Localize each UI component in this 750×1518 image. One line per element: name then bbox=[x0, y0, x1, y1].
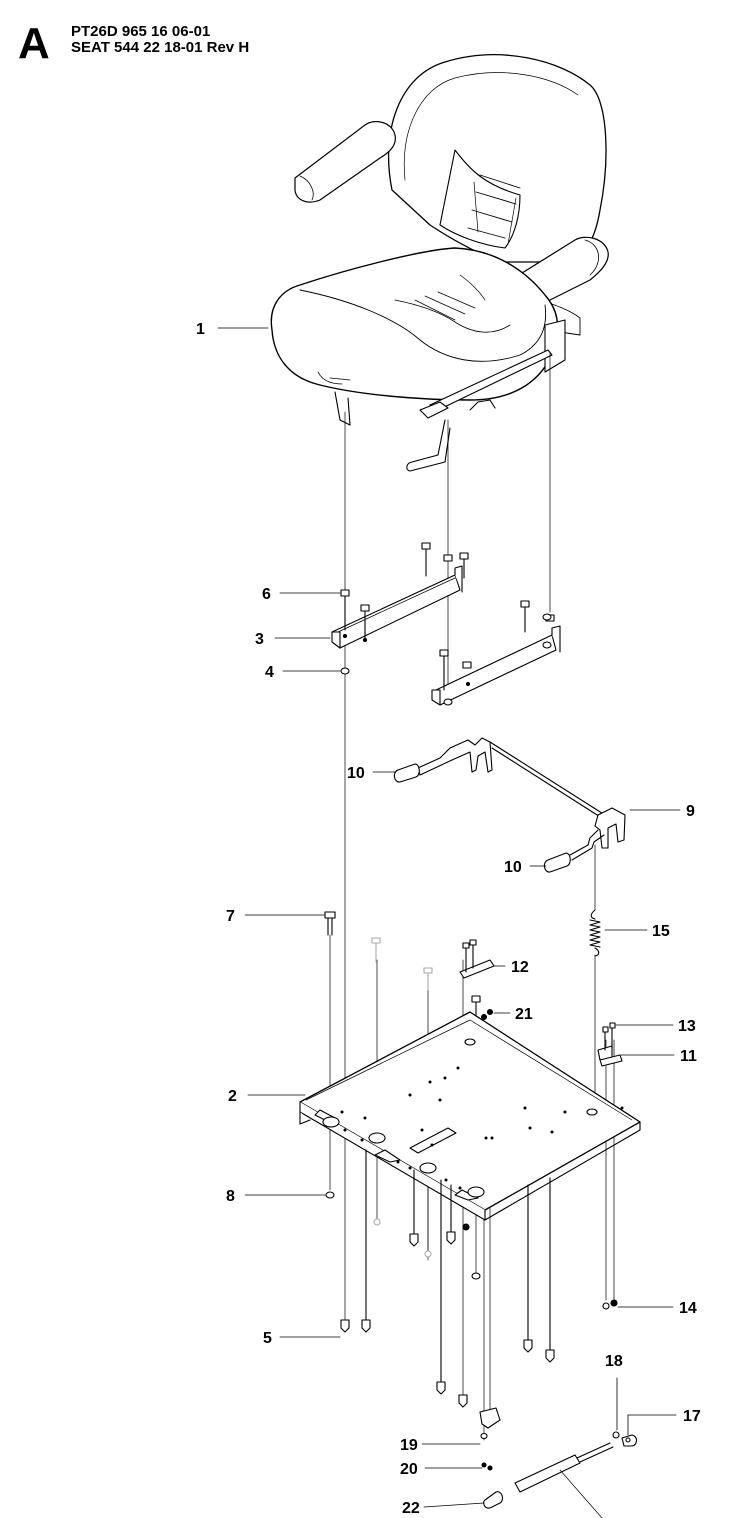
adjustment-rod bbox=[417, 737, 626, 861]
model-number: PT26D 965 16 06-01 bbox=[71, 23, 211, 40]
callout-5: 5 bbox=[263, 1330, 272, 1347]
callout-labels: 1 2 3 4 5 6 7 8 9 10 10 11 12 13 14 15 1… bbox=[196, 321, 701, 1517]
callout-17: 17 bbox=[683, 1408, 701, 1425]
callout-21: 21 bbox=[515, 1006, 533, 1023]
callout-2: 2 bbox=[228, 1088, 237, 1105]
callout-9: 9 bbox=[686, 803, 695, 820]
callout-20: 20 bbox=[400, 1461, 418, 1478]
knob-lower bbox=[543, 852, 571, 873]
seat-bracket-right bbox=[431, 625, 561, 706]
callout-10-lower: 10 bbox=[504, 859, 522, 876]
callout-22: 22 bbox=[402, 1500, 420, 1517]
seat-bracket-left bbox=[331, 565, 463, 649]
seat-assembly bbox=[270, 54, 609, 472]
callout-8: 8 bbox=[226, 1188, 235, 1205]
assembly-title: SEAT 544 22 18-01 Rev H bbox=[71, 39, 250, 56]
leader-lines bbox=[217, 327, 681, 1508]
ghost-bolts bbox=[371, 937, 433, 1258]
callout-13: 13 bbox=[678, 1018, 696, 1035]
callout-12: 12 bbox=[511, 959, 529, 976]
callout-3: 3 bbox=[255, 631, 264, 648]
lower-fasteners bbox=[325, 1149, 618, 1408]
callout-10-upper: 10 bbox=[347, 765, 365, 782]
callout-14: 14 bbox=[679, 1300, 697, 1317]
spring bbox=[589, 909, 601, 957]
gas-strut bbox=[479, 1407, 638, 1518]
callout-1: 1 bbox=[196, 321, 205, 338]
callout-19: 19 bbox=[400, 1437, 418, 1454]
callout-7: 7 bbox=[226, 908, 235, 925]
callout-6: 6 bbox=[262, 586, 271, 603]
callout-11: 11 bbox=[680, 1048, 697, 1065]
section-letter: A bbox=[18, 19, 50, 68]
base-plate bbox=[299, 1011, 641, 1221]
knob-upper bbox=[393, 763, 420, 783]
bracket-bolts bbox=[340, 542, 555, 706]
callout-4: 4 bbox=[265, 664, 274, 681]
callout-15: 15 bbox=[652, 923, 670, 940]
bracket-11 bbox=[597, 1022, 623, 1067]
bolt-7 bbox=[324, 911, 336, 936]
callout-18: 18 bbox=[605, 1353, 623, 1370]
